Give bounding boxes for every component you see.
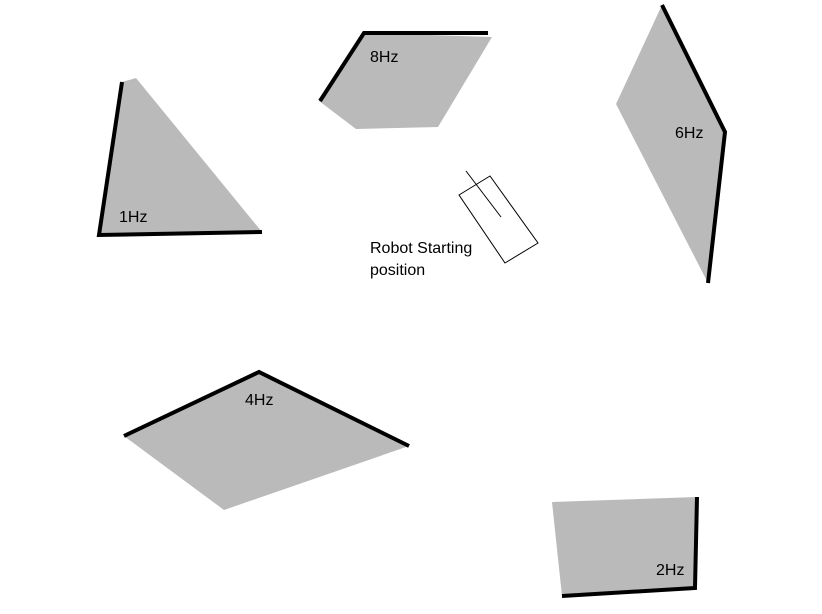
region-1hz: 1Hz xyxy=(96,78,263,238)
robot-body xyxy=(458,175,539,264)
region-2hz: 2Hz xyxy=(552,496,699,598)
region-1hz-label: 1Hz xyxy=(119,209,147,226)
robot-label-line1: Robot Starting xyxy=(370,240,472,257)
robot-label-line2: position xyxy=(370,262,425,279)
region-4hz-label: 4Hz xyxy=(245,392,273,409)
region-1hz-edge xyxy=(96,81,263,238)
region-2hz-label: 2Hz xyxy=(656,562,684,579)
region-6hz: 6Hz xyxy=(616,4,728,284)
region-8hz-shape xyxy=(319,33,492,129)
region-6hz-edge xyxy=(660,4,728,284)
region-1hz-shape xyxy=(99,78,262,235)
region-6hz-label: 6Hz xyxy=(675,125,703,142)
region-2hz-edge xyxy=(561,496,699,598)
region-4hz-edge xyxy=(123,369,410,448)
region-8hz-label: 8Hz xyxy=(370,49,398,66)
region-8hz-edge xyxy=(318,31,488,103)
robot: Robot Starting position xyxy=(370,170,539,279)
robot-heading-line xyxy=(465,170,502,218)
region-4hz-shape xyxy=(124,372,409,510)
region-2hz-shape xyxy=(552,497,697,596)
region-6hz-shape xyxy=(616,5,725,283)
region-8hz: 8Hz xyxy=(318,31,492,129)
region-4hz: 4Hz xyxy=(123,369,410,510)
